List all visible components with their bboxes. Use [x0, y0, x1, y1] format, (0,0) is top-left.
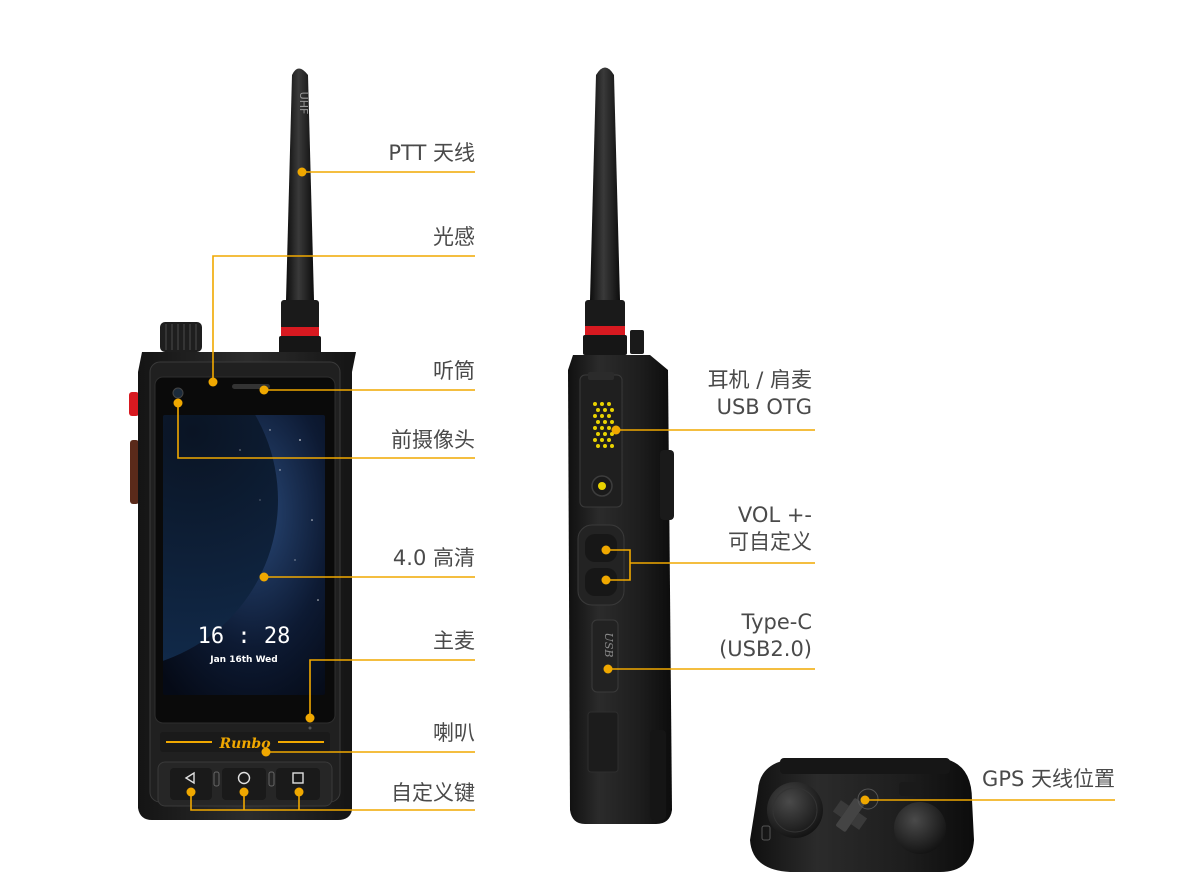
antenna-text: UHF	[297, 92, 310, 115]
display-screen[interactable]	[0, 330, 325, 695]
side-view-device: USB	[568, 67, 674, 824]
home-icon	[237, 771, 251, 785]
back-icon	[184, 771, 195, 785]
top-ptt-knob[interactable]	[894, 802, 946, 854]
recent-key[interactable]	[276, 768, 320, 800]
back-key[interactable]	[170, 768, 212, 800]
recent-icon	[292, 772, 304, 784]
usb-cover-text: USB	[602, 633, 615, 658]
callout-lines	[173, 167, 1115, 811]
label-earphone-line2: USB OTG	[716, 395, 812, 419]
front-view-device: UHF 16 : 28 Jan 16th	[0, 68, 356, 820]
antenna-base	[281, 300, 319, 332]
label-light-sensor: 光感	[433, 225, 475, 249]
screen-date: Jan 16th Wed	[209, 655, 277, 665]
label-front-camera: 前摄像头	[391, 428, 475, 452]
label-display: 4.0 高清	[392, 546, 475, 570]
earphone-jack[interactable]	[598, 482, 606, 490]
gps-icon	[832, 798, 868, 832]
brand-logo: Runbo	[218, 736, 270, 752]
screen-time: 16 : 28	[198, 624, 291, 649]
side-red-button[interactable]	[129, 392, 139, 416]
label-earpiece: 听筒	[433, 359, 475, 383]
channel-knob[interactable]	[160, 322, 202, 352]
label-gps: GPS 天线位置	[982, 767, 1115, 791]
main-mic-hole	[308, 726, 312, 730]
volume-down-button[interactable]	[585, 568, 617, 596]
label-typec-line2: (USB2.0)	[719, 637, 812, 661]
usb-cover[interactable]	[591, 619, 619, 693]
label-main-mic: 主麦	[433, 629, 475, 653]
label-typec-line1: Type-C	[741, 610, 812, 634]
front-camera-lens	[172, 387, 184, 399]
top-view-device	[750, 758, 974, 872]
label-vol-line1: VOL +-	[737, 503, 812, 527]
antenna-ring	[281, 327, 319, 336]
pogo-pins	[593, 402, 614, 448]
top-knob[interactable]	[767, 782, 823, 838]
label-earphone-line1: 耳机 / 肩麦	[707, 368, 812, 392]
label-vol-line2: 可自定义	[728, 530, 812, 554]
antenna	[286, 68, 314, 300]
ptt-button[interactable]	[130, 440, 139, 504]
label-custom-keys: 自定义键	[391, 781, 475, 805]
label-speaker: 喇叭	[433, 721, 475, 745]
label-ptt-antenna: PTT 天线	[388, 141, 475, 165]
volume-up-button[interactable]	[585, 534, 617, 562]
side-antenna	[590, 67, 620, 300]
